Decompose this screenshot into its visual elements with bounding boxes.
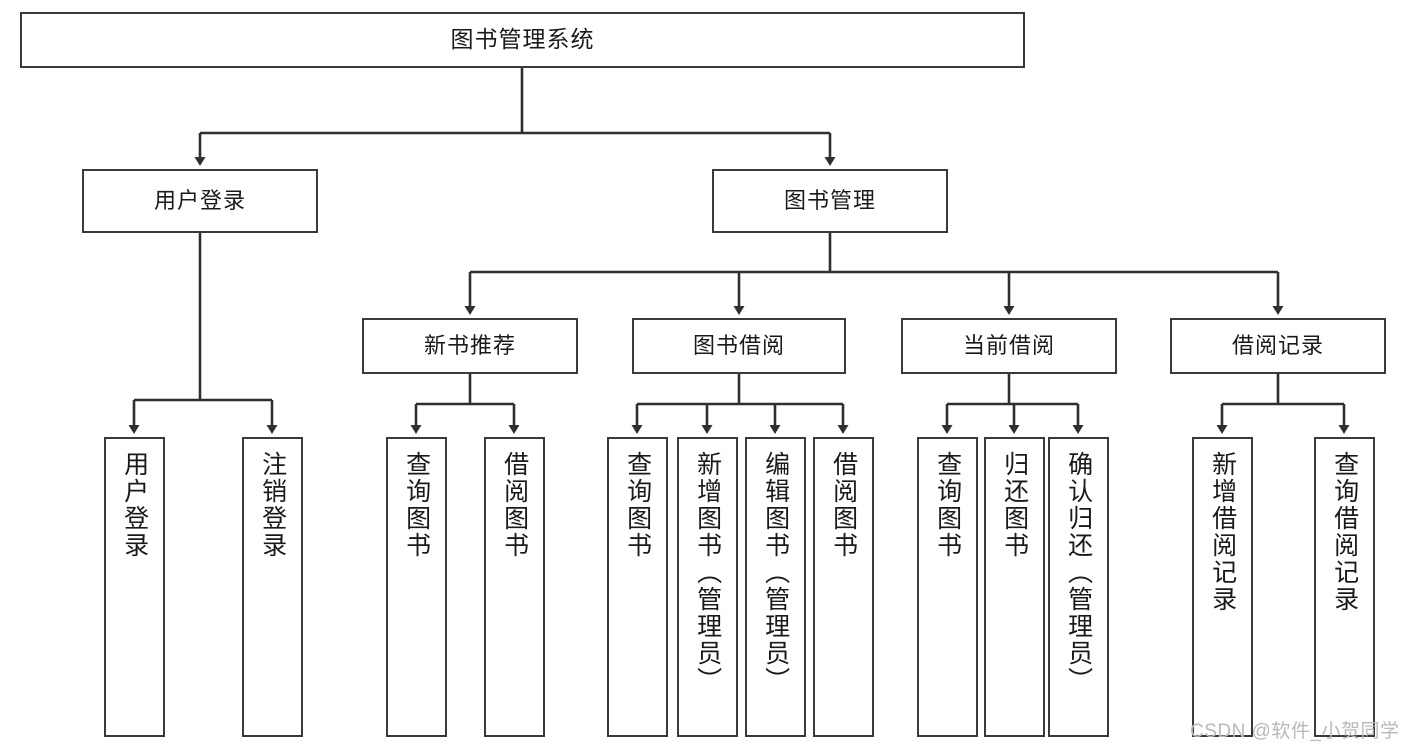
leaf-borrow-book-recommend-label: 借阅图书 bbox=[500, 451, 529, 559]
node-current-borrow-label: 当前借阅 bbox=[962, 333, 1055, 359]
leaf-query-book-current[interactable]: 查询图书 bbox=[917, 437, 978, 737]
node-root[interactable]: 图书管理系统 bbox=[20, 12, 1025, 68]
node-borrow-record-label: 借阅记录 bbox=[1231, 333, 1324, 359]
leaf-user-logout-label: 注销登录 bbox=[258, 451, 287, 559]
node-current-borrow[interactable]: 当前借阅 bbox=[901, 318, 1117, 374]
node-borrow-record[interactable]: 借阅记录 bbox=[1170, 318, 1386, 374]
leaf-confirm-return-admin[interactable]: 确认归还（管理员） bbox=[1048, 437, 1109, 737]
leaf-user-login-label: 用户登录 bbox=[120, 451, 149, 559]
leaf-query-book-borrow[interactable]: 查询图书 bbox=[607, 437, 668, 737]
node-user-login-label: 用户登录 bbox=[153, 188, 246, 214]
leaf-query-book-current-label: 查询图书 bbox=[933, 451, 962, 559]
leaf-query-book-borrow-label: 查询图书 bbox=[623, 451, 652, 559]
leaf-query-borrow-record-label: 查询借阅记录 bbox=[1330, 451, 1359, 613]
leaf-add-borrow-record[interactable]: 新增借阅记录 bbox=[1192, 437, 1253, 737]
leaf-add-book-admin[interactable]: 新增图书（管理员） bbox=[677, 437, 738, 737]
leaf-edit-book-admin[interactable]: 编辑图书（管理员） bbox=[745, 437, 806, 737]
node-new-book-recommend-label: 新书推荐 bbox=[423, 333, 516, 359]
csdn-watermark: CSDN @软件_小贺同学 bbox=[1190, 721, 1400, 742]
leaf-add-borrow-record-label: 新增借阅记录 bbox=[1208, 451, 1237, 613]
leaf-edit-book-admin-label: 编辑图书（管理员） bbox=[761, 451, 790, 694]
leaf-user-login[interactable]: 用户登录 bbox=[104, 437, 165, 737]
leaf-borrow-book-label: 借阅图书 bbox=[829, 451, 858, 559]
leaf-query-book-recommend[interactable]: 查询图书 bbox=[386, 437, 447, 737]
node-root-label: 图书管理系统 bbox=[450, 26, 595, 53]
node-book-management-label: 图书管理 bbox=[783, 188, 876, 214]
leaf-user-logout[interactable]: 注销登录 bbox=[242, 437, 303, 737]
node-new-book-recommend[interactable]: 新书推荐 bbox=[362, 318, 578, 374]
leaf-return-book-label: 归还图书 bbox=[1000, 451, 1029, 559]
leaf-query-book-recommend-label: 查询图书 bbox=[402, 451, 431, 559]
leaf-confirm-return-admin-label: 确认归还（管理员） bbox=[1064, 451, 1093, 694]
node-book-borrow-label: 图书借阅 bbox=[692, 333, 785, 359]
node-book-borrow[interactable]: 图书借阅 bbox=[632, 318, 846, 374]
node-book-management[interactable]: 图书管理 bbox=[712, 169, 948, 233]
leaf-borrow-book[interactable]: 借阅图书 bbox=[813, 437, 874, 737]
node-user-login[interactable]: 用户登录 bbox=[82, 169, 318, 233]
leaf-borrow-book-recommend[interactable]: 借阅图书 bbox=[484, 437, 545, 737]
leaf-query-borrow-record[interactable]: 查询借阅记录 bbox=[1314, 437, 1375, 737]
leaf-return-book[interactable]: 归还图书 bbox=[984, 437, 1045, 737]
leaf-add-book-admin-label: 新增图书（管理员） bbox=[693, 451, 722, 694]
